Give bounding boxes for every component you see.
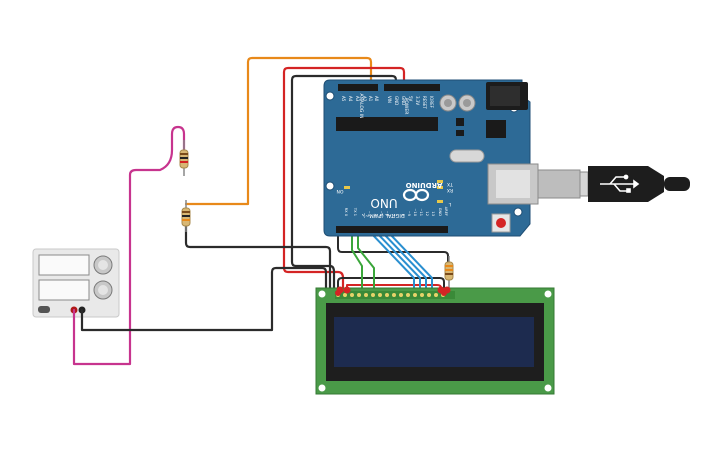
lcd-pin[interactable] <box>399 293 403 297</box>
lcd-pin[interactable] <box>434 293 438 297</box>
pin-label-9: ~9 <box>407 211 411 217</box>
pin-label-12: 12 <box>425 211 429 216</box>
pin-label-a4: A4 <box>348 96 353 102</box>
wire-green-2 <box>357 233 375 293</box>
pin-label-5v: 5V <box>408 96 413 102</box>
lcd-pin[interactable] <box>427 293 431 297</box>
rx-label: RX <box>447 187 453 193</box>
pin-label-vin: VIN <box>387 96 392 103</box>
lcd-pin[interactable] <box>392 293 396 297</box>
wire-red <box>282 66 406 292</box>
arduino-logo-icon <box>402 188 430 202</box>
lcd-pin[interactable] <box>420 293 424 297</box>
on-label: ON <box>337 188 344 194</box>
pin-label-4: 4 <box>373 214 377 217</box>
pin-label-ioref: IOREF <box>429 96 434 109</box>
pin-label-gnd-3: GND <box>438 208 442 216</box>
pin-label-a1: A1 <box>368 96 373 102</box>
wire-blue-4 <box>387 231 433 293</box>
usb-icon <box>600 174 640 193</box>
arduino-model-label: UNO <box>370 196 397 210</box>
l-label: L <box>448 201 451 207</box>
reset-button[interactable] <box>496 218 506 228</box>
pin-label-3v3: 3.3V <box>415 96 420 105</box>
pin-label-reset: RESET <box>422 96 427 109</box>
pin-label-a5: A5 <box>341 96 346 102</box>
lcd-pin[interactable] <box>378 293 382 297</box>
lcd-pin[interactable] <box>413 293 417 297</box>
digital-label: DIGITAL (PWM~) <box>363 212 405 218</box>
resistor-top[interactable] <box>179 140 189 176</box>
pin-label-7: 7 <box>391 214 395 216</box>
wires <box>72 56 449 366</box>
pin-label-5: ~5 <box>379 211 383 216</box>
pin-label-6: ~6 <box>385 211 389 217</box>
pin-label-11: ~11 <box>419 208 423 216</box>
pin-label-3: ~3 <box>367 211 371 216</box>
lcd-junctions-lower <box>335 290 447 296</box>
arduino-labels: ARDUINO UNO ANALOG IN POWER DIGITAL (PWM… <box>337 93 454 218</box>
arduino-uno-board[interactable] <box>323 79 539 237</box>
pin-label-a2: A2 <box>362 96 367 102</box>
pin-label-8: 8 <box>401 214 405 217</box>
wire-black-resistor <box>184 223 332 292</box>
arduino-pin-labels: A5 A4 A3 A2 A1 A0 VIN GND GND 5V 3.3V RE… <box>341 96 434 109</box>
pin-label-gnd-2: GND <box>401 96 406 105</box>
pin-label-aref: AREF <box>444 207 448 216</box>
power-label: POWER <box>403 98 409 115</box>
tx-label: TX <box>447 181 454 187</box>
wire-blue-3 <box>381 231 427 293</box>
wire-black-supply <box>80 266 328 332</box>
wire-magenta <box>72 125 186 366</box>
wire-black-gnd <box>290 74 398 292</box>
pin-label-tx1: TX 1 <box>353 207 357 216</box>
lcd-pin[interactable] <box>406 293 410 297</box>
wire-blue-2 <box>375 231 421 293</box>
pin-label-2: 2 <box>361 214 365 216</box>
analog-in-label: ANALOG IN <box>358 93 364 118</box>
power-supply[interactable] <box>32 248 120 318</box>
wire-green-1 <box>351 233 363 293</box>
resistor-bottom[interactable] <box>181 200 191 232</box>
resistor-backlight[interactable] <box>444 256 454 288</box>
lcd-pin[interactable] <box>357 293 361 297</box>
lcd-16x2[interactable] <box>315 287 555 395</box>
lcd-pin[interactable] <box>343 293 347 297</box>
pin-label-a3: A3 <box>355 96 360 102</box>
arduino-digital-pin-labels: AREF GND 13 12 ~11 ~10 ~9 8 7 ~6 ~5 4 ~3… <box>344 207 448 217</box>
lcd-pin[interactable] <box>371 293 375 297</box>
wire-black-backlight <box>337 277 445 291</box>
pin-label-a0: A0 <box>374 96 379 102</box>
lcd-pin[interactable] <box>364 293 368 297</box>
usb-cable[interactable] <box>537 166 690 202</box>
pin-label-rx0: RX 0 <box>344 208 348 217</box>
arduino-brand-label: ARDUINO <box>406 181 443 189</box>
pin-label-10: ~10 <box>413 208 417 216</box>
wire-orange <box>184 56 373 206</box>
lcd-pin[interactable] <box>350 293 354 297</box>
pin-label-gnd-1: GND <box>394 96 399 105</box>
wire-black-contrast <box>337 235 449 263</box>
pin-label-13: 13 <box>431 211 435 216</box>
lcd-pin[interactable] <box>385 293 389 297</box>
lcd-screen <box>334 317 534 367</box>
wire-blue-1 <box>369 231 415 293</box>
